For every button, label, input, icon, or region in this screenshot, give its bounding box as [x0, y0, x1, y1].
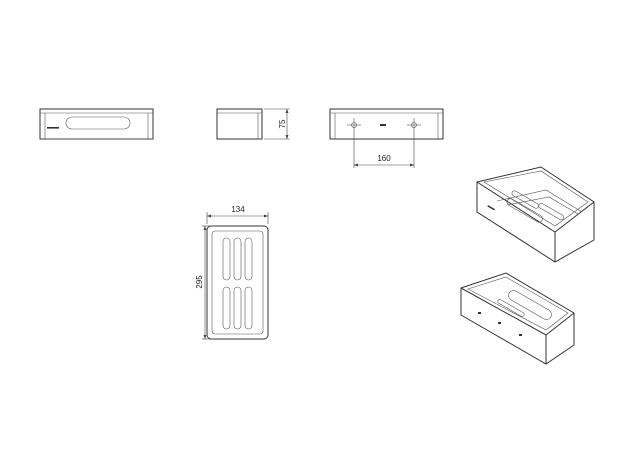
rear-view: 160 — [329, 108, 444, 168]
width-dimension-label: 134 — [231, 205, 245, 214]
top-view: 134 295 — [195, 205, 269, 340]
isometric-view-bottom — [460, 272, 575, 365]
front-view — [39, 108, 154, 140]
isometric-view-top — [476, 166, 595, 263]
hole-spacing-dimension-label: 160 — [377, 154, 391, 163]
logo-mark — [47, 127, 59, 129]
height-dimension-label: 75 — [278, 119, 287, 128]
length-dimension-label: 295 — [195, 275, 204, 289]
side-view: 75 — [216, 108, 290, 140]
